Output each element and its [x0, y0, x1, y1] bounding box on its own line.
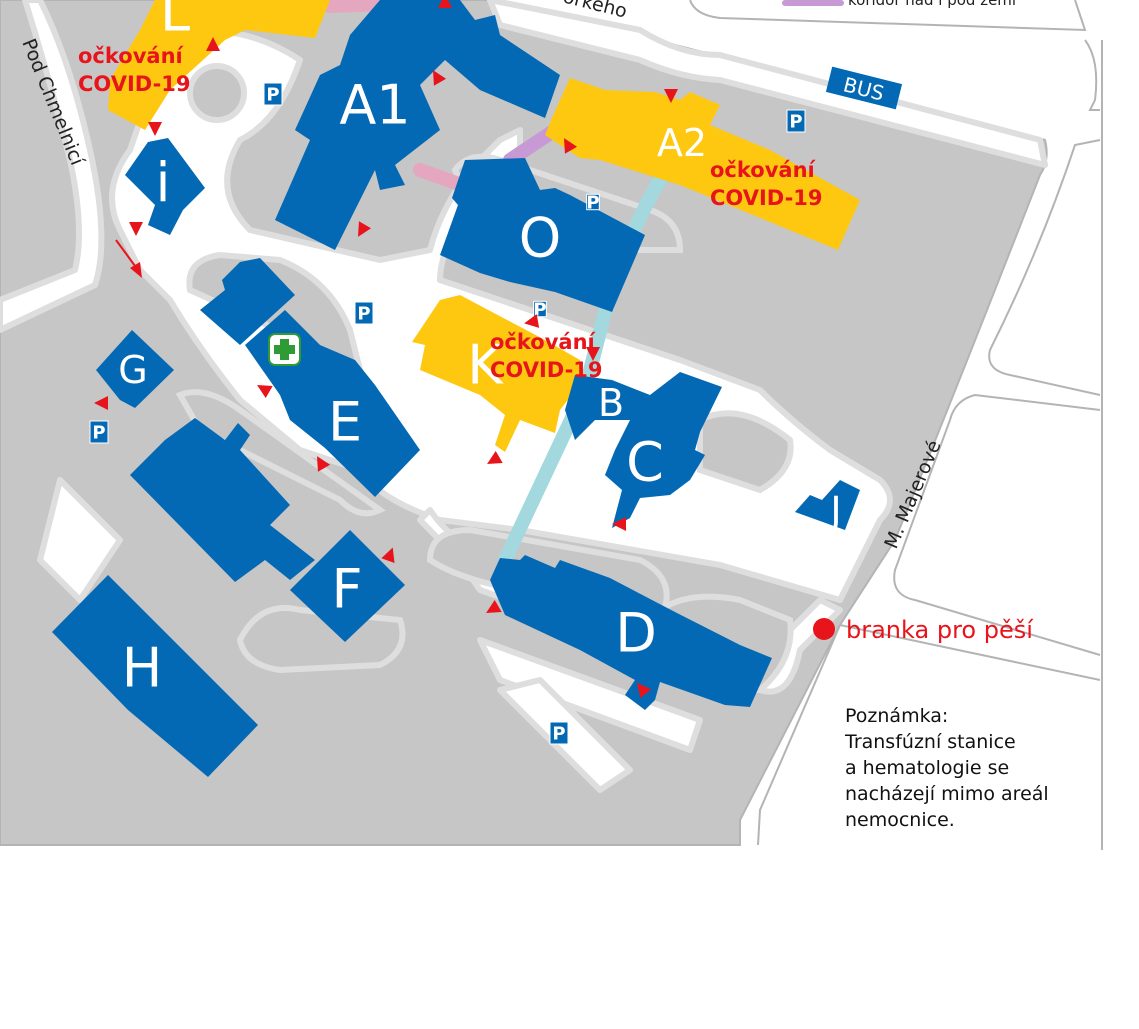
gate-label: branka pro pěší — [846, 616, 1034, 644]
building-K — [412, 295, 585, 452]
parking-icon: P — [89, 420, 109, 444]
building-J — [795, 480, 860, 530]
entrance-arrow-icon — [148, 122, 162, 136]
svg-text:P: P — [586, 193, 599, 214]
building-large-west — [130, 418, 315, 582]
building-label-C: C — [626, 431, 664, 494]
vaccination-label-L-line2: COVID-19 — [78, 72, 191, 96]
entrance-arrow-icon — [206, 37, 220, 51]
entrance-arrow-icon — [433, 70, 447, 86]
note-line-1: Poznámka: — [845, 705, 948, 727]
building-label-E: E — [328, 391, 362, 454]
entrance-arrow-icon — [487, 450, 503, 464]
building-F — [290, 530, 405, 642]
legend-corridor-label: koridor nad i pod zemí — [848, 0, 1017, 9]
parking-icon: P — [549, 721, 569, 745]
building-label-H: H — [122, 637, 163, 700]
entrance-arrows — [94, 0, 678, 699]
gate-marker-icon — [813, 618, 835, 640]
building-C — [605, 420, 705, 528]
building-A2 — [545, 78, 860, 250]
note-line-5: nemocnice. — [845, 809, 955, 831]
pharmacy-cross-icon — [268, 333, 301, 366]
entrance-arrow-icon — [586, 347, 600, 361]
vaccination-label-K-line2: COVID-19 — [490, 358, 603, 382]
svg-text:P: P — [266, 85, 279, 106]
building-label-B: B — [598, 381, 624, 425]
entrance-arrow-icon — [381, 547, 395, 564]
note-line-4: nacházejí mimo areál — [845, 783, 1049, 805]
building-L — [108, 0, 330, 130]
parking-icon: P — [354, 301, 374, 325]
entrance-arrow-icon — [524, 314, 540, 328]
parking-icon: P — [786, 109, 806, 133]
entrance-arrow-icon — [612, 517, 626, 531]
entrance-arrow-icon — [257, 385, 273, 399]
entrance-arrow-icon — [115, 239, 142, 278]
vaccination-label-A2-line1: očkování — [710, 158, 817, 182]
entrance-arrow-icon — [358, 221, 372, 237]
building-label-F: F — [331, 558, 362, 621]
note-line-2: Transfúzní stanice — [844, 731, 1016, 753]
building-A1 — [275, 0, 560, 250]
building-H — [52, 575, 258, 777]
building-D — [490, 555, 772, 710]
building-label-G: G — [118, 348, 147, 392]
note-line-3: a hematologie se — [845, 757, 1009, 779]
building-label-D: D — [615, 602, 657, 665]
svg-text:P: P — [92, 423, 105, 444]
entrance-arrow-icon — [317, 456, 331, 472]
svg-text:P: P — [552, 724, 565, 745]
entrance-arrow-icon — [564, 138, 578, 154]
building-B — [565, 372, 722, 440]
entrance-arrow-icon — [129, 222, 143, 236]
vaccination-label-K-line1: očkování — [490, 330, 597, 354]
entrance-arrow-icon — [664, 89, 678, 103]
vaccination-buildings — [108, 0, 860, 452]
vaccination-label-L-line1: očkování — [78, 44, 185, 68]
entrance-arrow-icon — [438, 0, 452, 8]
legend-corridor-swatch — [782, 0, 844, 6]
parking-icon: P — [263, 82, 283, 106]
building-label-K: K — [467, 334, 504, 397]
building-O — [440, 158, 645, 312]
svg-text:P: P — [357, 304, 370, 325]
building-label-L: L — [160, 0, 190, 44]
parking-icon: P — [533, 300, 547, 321]
building-label-A1: A1 — [339, 74, 410, 137]
building-label-A2: A2 — [657, 121, 707, 165]
entrance-arrow-icon — [486, 599, 502, 613]
legend: koridor nad i pod zemí — [782, 0, 1017, 9]
building-i — [125, 138, 205, 235]
pedestrian-gate: branka pro pěší — [813, 616, 1034, 644]
vaccination-label-A2-line2: COVID-19 — [710, 186, 823, 210]
map-note: Poznámka: Transfúzní stanice a hematolog… — [844, 705, 1049, 831]
entrance-arrow-icon — [636, 682, 652, 699]
building-label-i: i — [155, 152, 170, 215]
parking-icons: P P P P P P P — [89, 82, 806, 745]
vaccination-labels: očkování COVID-19 očkování COVID-19 očko… — [78, 44, 823, 382]
svg-text:P: P — [789, 112, 802, 133]
building-G — [96, 330, 174, 408]
building-label-J: J — [828, 489, 841, 533]
building-label-O: O — [519, 207, 562, 270]
building-E-north — [200, 258, 295, 345]
parking-icon: P — [586, 193, 600, 214]
entrance-arrow-icon — [94, 396, 108, 410]
